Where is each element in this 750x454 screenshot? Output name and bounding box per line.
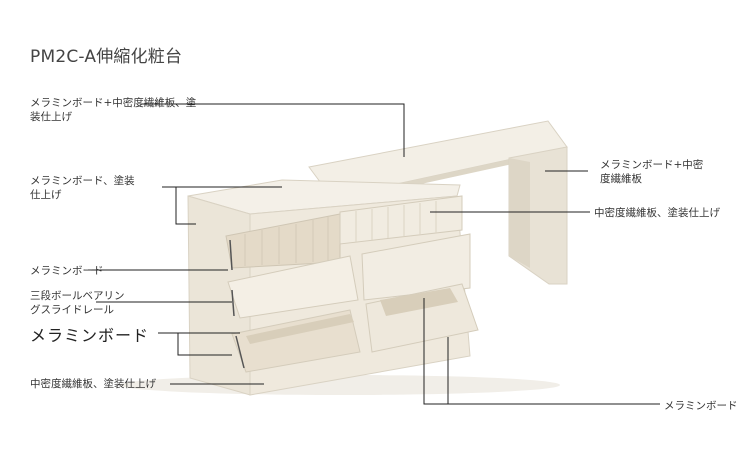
- drawer-1-right-ribs: [355, 201, 437, 242]
- label-top-board: メラミンボード+中密度繊維板、塗 装仕上げ: [30, 97, 197, 123]
- drawer-3-left-inner: [246, 314, 354, 344]
- extension-leg-inner: [509, 158, 530, 268]
- drawer-3-right-inner: [380, 288, 458, 316]
- label-left-melamine: メラミンボード: [30, 265, 104, 277]
- label-slide-rail: 三段ボールベアリン グスライドレール: [30, 290, 125, 316]
- label-left-top: メラミンボード、塗装 仕上げ: [30, 175, 135, 201]
- leader-lines: [88, 103, 660, 405]
- label-right-top: メラミンボード+中密 度繊維板: [600, 159, 704, 185]
- label-bottom-right: メラミンボード: [664, 400, 738, 412]
- label-right-drawer: 中密度繊維板、塗装仕上げ: [594, 207, 720, 219]
- slide-rails: [229, 239, 245, 369]
- drawer-2-left: [227, 255, 359, 319]
- drawer-1-right: [339, 195, 463, 245]
- label-melamine-large: メラミンボード: [30, 326, 150, 345]
- drawer-2-right: [361, 233, 471, 301]
- drawer-1-left-ribs: [244, 217, 329, 266]
- label-bottom-left: 中密度繊維板、塗装仕上げ: [30, 378, 156, 390]
- page-title: PM2C-A伸縮化粧台: [30, 47, 183, 67]
